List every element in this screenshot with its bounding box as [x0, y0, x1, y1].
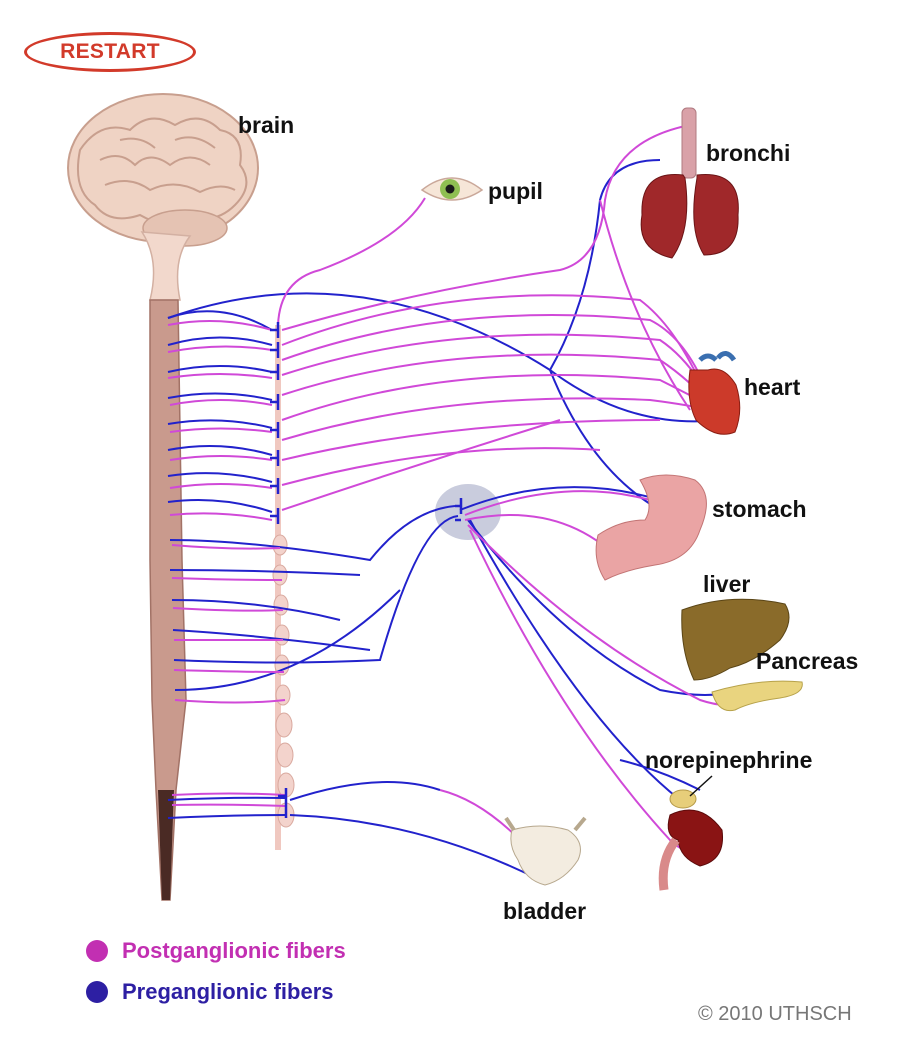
liver-label: liver [703, 571, 751, 597]
preganglionic-dot-icon [86, 981, 108, 1003]
stomach-label: stomach [712, 496, 807, 522]
lungs-illustration [640, 107, 739, 259]
norepinephrine-label: norepinephrine [645, 747, 813, 773]
copyright: © 2010 UTHSCH [698, 1003, 852, 1025]
celiac-ganglion [435, 484, 501, 540]
liver-illustration [681, 598, 790, 681]
spinal-cord [149, 299, 187, 901]
legend-postganglionic-label: Postganglionic fibers [122, 938, 346, 963]
restart-button[interactable]: RESTART [24, 32, 196, 72]
legend-preganglionic: Preganglionic fibers [86, 979, 334, 1005]
eye-illustration [420, 177, 484, 201]
preganglionic-fibers [167, 159, 741, 881]
pancreas-label: Pancreas [756, 648, 859, 674]
heart-illustration [688, 351, 741, 435]
bronchi-label: bronchi [706, 140, 791, 166]
kidney-illustration [658, 789, 724, 891]
bladder-label: bladder [503, 898, 587, 924]
pancreas-illustration [711, 680, 803, 712]
norepinephrine-pointer [689, 775, 713, 797]
postganglionic-dot-icon [86, 940, 108, 962]
brain-label: brain [238, 112, 295, 138]
restart-label: RESTART [60, 40, 160, 63]
synapse-marks [270, 322, 463, 818]
stomach-illustration [595, 474, 707, 581]
brain-illustration [67, 93, 259, 301]
bladder-illustration [504, 816, 587, 886]
legend-postganglionic: Postganglionic fibers [86, 938, 346, 964]
pupil-label: pupil [488, 178, 543, 204]
legend-preganglionic-label: Preganglionic fibers [122, 979, 334, 1004]
heart-label: heart [744, 374, 801, 400]
sympathetic-chain [272, 325, 295, 850]
